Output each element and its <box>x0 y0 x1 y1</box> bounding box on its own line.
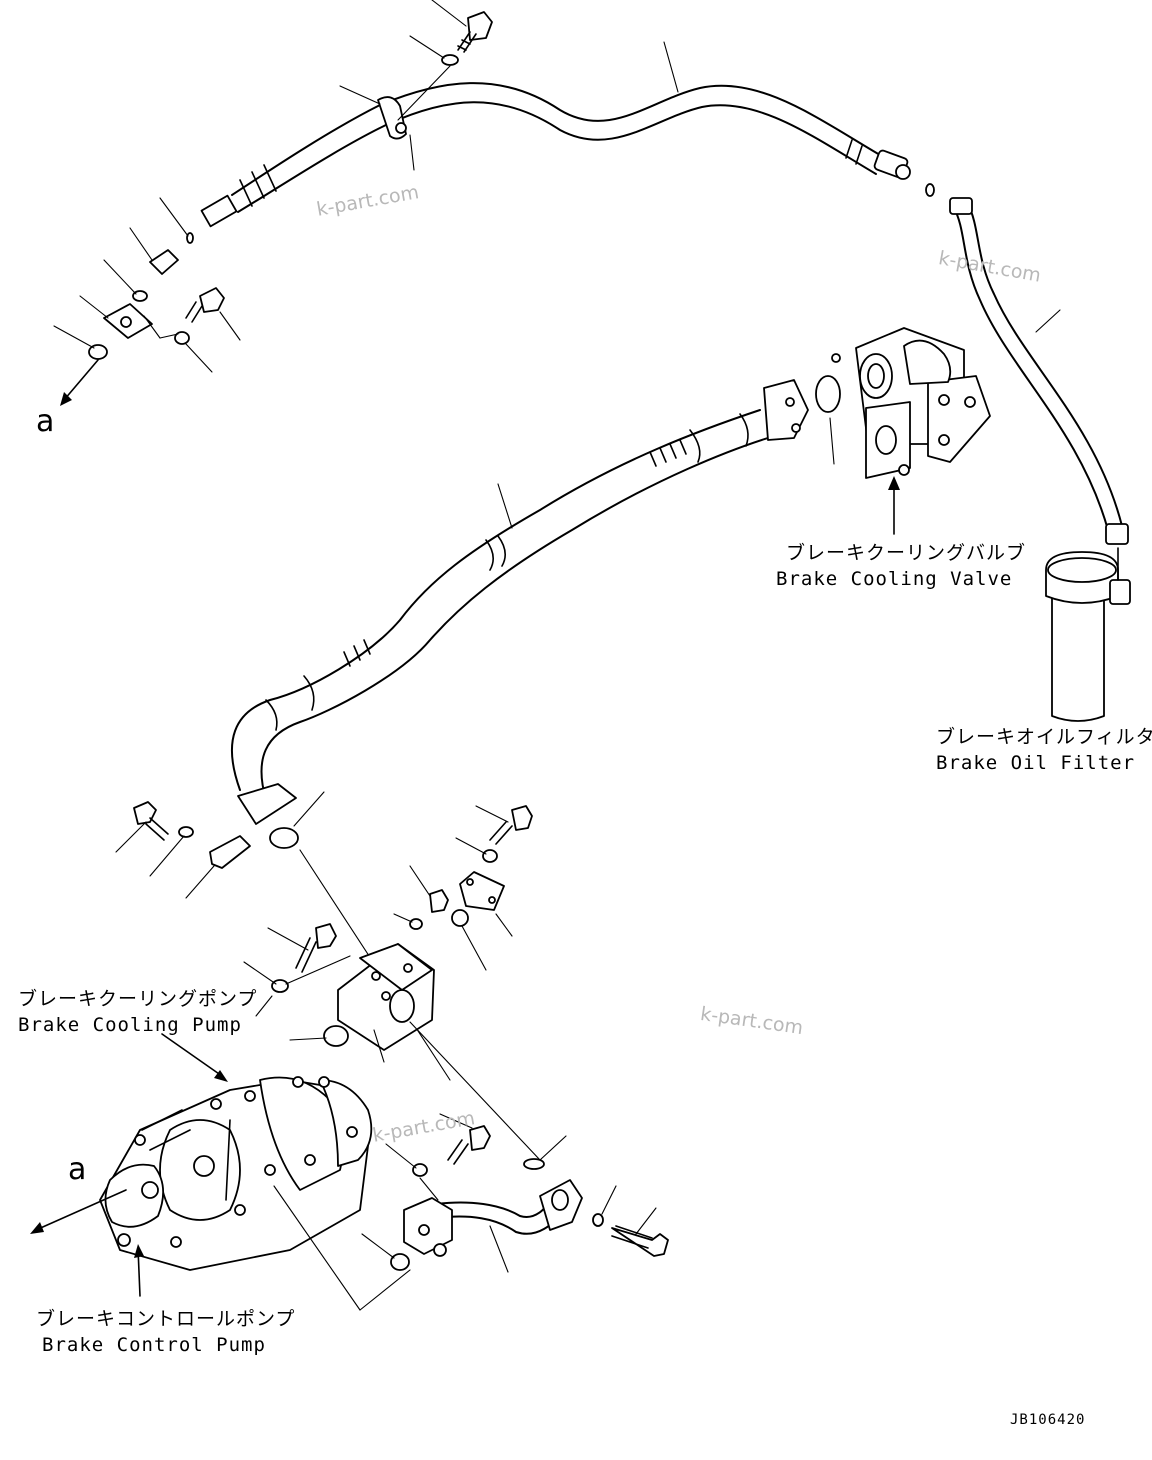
brake-cooling-valve-label-jp: ブレーキクーリングバルブ <box>786 542 1027 564</box>
brake-cooling-pump-label-jp: ブレーキクーリングポンプ <box>18 988 258 1010</box>
big-suction-hose <box>231 379 809 825</box>
brake-oil-filter-label-jp: ブレーキオイルフィルタ <box>936 726 1152 748</box>
hose-clamp <box>339 85 415 171</box>
filter-steel-tube <box>949 197 1129 545</box>
brake-cooling-pump-label-en: Brake Cooling Pump <box>18 1014 242 1036</box>
lower-hose-clamp-hardware <box>115 791 451 1081</box>
reference-mark-a-bottom: a <box>68 1152 87 1187</box>
brake-control-pump-label-en: Brake Control Pump <box>42 1334 266 1356</box>
top-bolt-washer <box>397 0 679 121</box>
pump-adapter-block <box>243 923 541 1161</box>
upper-hose <box>200 82 935 228</box>
pump-assembly-drawing <box>30 1033 411 1311</box>
lower-pump-tube <box>361 1113 669 1273</box>
pump-cover-plate-hardware <box>393 805 533 971</box>
brake-oil-filter-label-en: Brake Oil Filter <box>936 752 1136 774</box>
drawing-number: JB106420 <box>1010 1412 1086 1428</box>
brake-cooling-valve-label-en: Brake Cooling Valve <box>776 568 1013 590</box>
valve-o-ring <box>815 375 841 465</box>
reference-mark-a-top: a <box>36 404 55 439</box>
left-fittings-cluster <box>53 197 241 406</box>
brake-control-pump-label-jp: ブレーキコントロールポンプ <box>36 1308 296 1330</box>
brake-cooling-valve-drawing <box>831 327 991 535</box>
brake-oil-filter-drawing <box>1045 547 1131 722</box>
